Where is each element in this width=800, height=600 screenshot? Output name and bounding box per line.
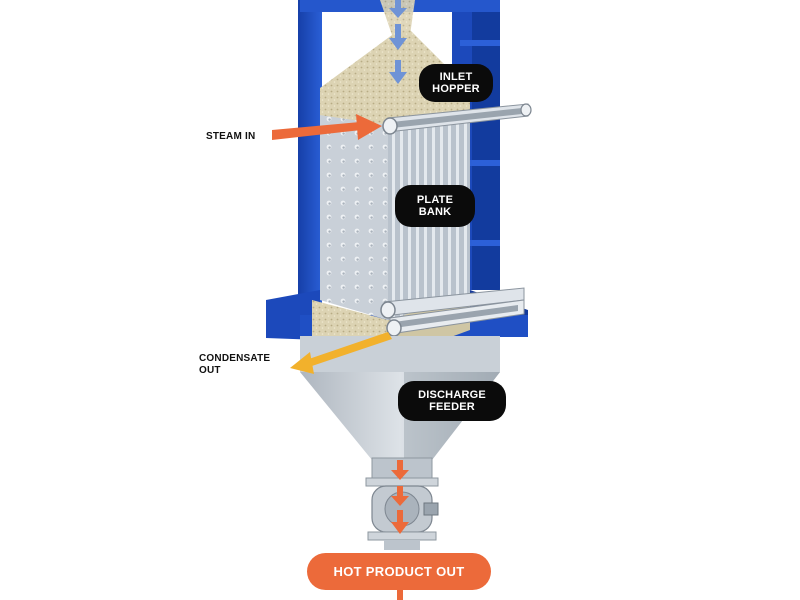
plate-bank-label: PLATE BANK [395, 185, 475, 227]
plate-bank-line-2: BANK [418, 206, 452, 218]
inlet-arrows [389, 0, 407, 84]
arrow-down-icon [391, 460, 409, 480]
condensate-out-arrow [290, 332, 392, 374]
header-bottom-end-2 [386, 319, 402, 337]
condensate-out-line-1: CONDENSATE [199, 353, 271, 364]
arrow-down-icon [389, 24, 407, 50]
plate-bank-line-1: PLATE [416, 194, 454, 206]
valve-shaft [423, 502, 439, 516]
arrow-down-left-icon [290, 332, 392, 374]
housing-rib [460, 240, 500, 246]
arrow-down-icon [391, 510, 409, 534]
arrow-down-icon [389, 60, 407, 84]
header-bottom-grate [394, 305, 518, 328]
valve-flange-bottom [367, 531, 437, 541]
condensate-header [380, 287, 525, 337]
discharge-feeder-line-2: FEEDER [429, 401, 475, 413]
steam-in-label: STEAM IN [206, 131, 256, 142]
rotary-valve [365, 477, 439, 550]
arrow-down-icon [389, 0, 407, 18]
header-top-end [382, 117, 398, 135]
header-bottom-end [380, 301, 396, 319]
plate-bank-front [320, 115, 388, 320]
arrow-right-icon [272, 114, 382, 140]
header-top-end-right [520, 103, 532, 117]
discharge-feeder-label: DISCHARGE FEEDER [398, 381, 506, 421]
hot-product-out-label: HOT PRODUCT OUT [307, 553, 491, 590]
valve-outlet [384, 540, 420, 550]
housing-rib [460, 40, 500, 46]
condensate-out-label: CONDENSATE OUT [199, 353, 270, 377]
arrow-down-icon [397, 590, 403, 600]
inlet-hopper-line-2: HOPPER [432, 83, 480, 95]
valve-flange-top [365, 477, 439, 487]
housing-rib [460, 160, 500, 166]
inlet-hopper-line-1: INLET [439, 71, 473, 83]
housing-back-left [298, 0, 322, 320]
header-top-grate [392, 108, 522, 128]
discharge-arrows [391, 460, 409, 600]
condensate-out-line-2: OUT [199, 365, 221, 376]
inlet-hopper-label: INLET HOPPER [419, 64, 493, 102]
discharge-feeder-line-1: DISCHARGE [418, 389, 486, 401]
arrow-down-icon [391, 486, 409, 506]
steam-in-arrow [272, 114, 382, 140]
steam-header-top [382, 103, 532, 135]
